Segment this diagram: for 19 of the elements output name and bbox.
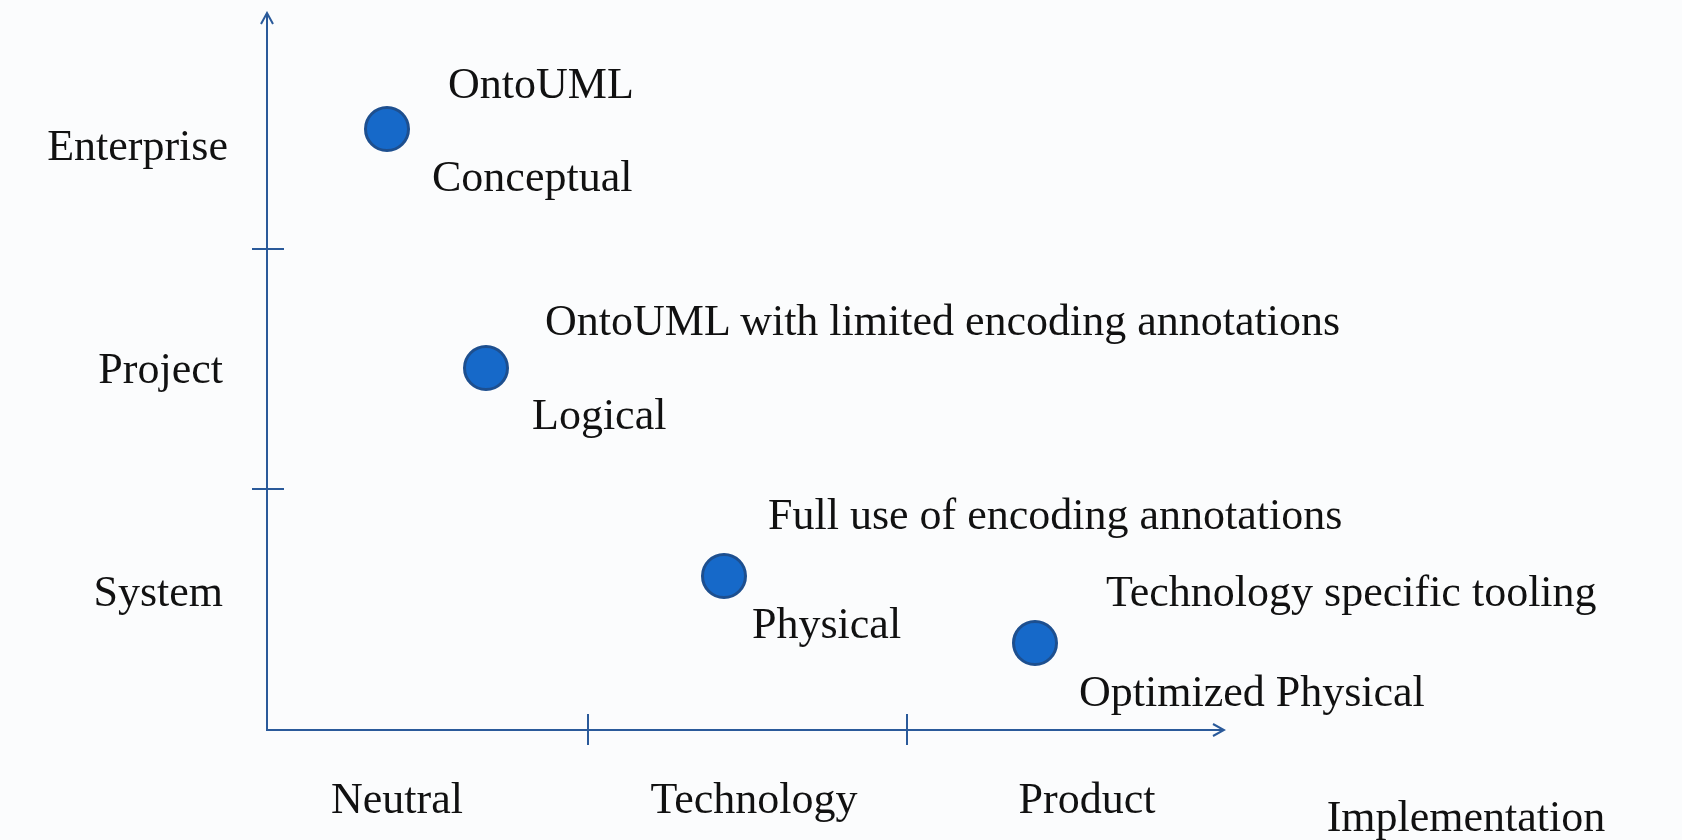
point-label: Full use of encoding annotations bbox=[768, 490, 1343, 540]
point-label: Conceptual bbox=[432, 152, 633, 202]
point-label: OntoUML bbox=[448, 59, 634, 109]
x-axis-label: Technology bbox=[650, 774, 858, 824]
point-label: Physical bbox=[752, 599, 902, 649]
x-axis-label: Product bbox=[1018, 774, 1156, 824]
y-axis-label: Project bbox=[98, 344, 223, 394]
point-label: Optimized Physical bbox=[1079, 667, 1425, 717]
x-axis-label: Neutral bbox=[331, 774, 463, 824]
y-axis-label: System bbox=[93, 567, 223, 617]
point-label: Technology specific tooling bbox=[1106, 567, 1597, 617]
data-point-dot bbox=[364, 106, 410, 152]
data-point-dot bbox=[701, 553, 747, 599]
data-point-dot bbox=[463, 345, 509, 391]
point-label: Logical bbox=[532, 390, 667, 440]
y-axis-label: Enterprise bbox=[47, 121, 228, 171]
point-label: OntoUML with limited encoding annotations bbox=[545, 296, 1341, 346]
data-point-dot bbox=[1012, 620, 1058, 666]
x-axis-label: Implementation bbox=[1326, 792, 1606, 840]
